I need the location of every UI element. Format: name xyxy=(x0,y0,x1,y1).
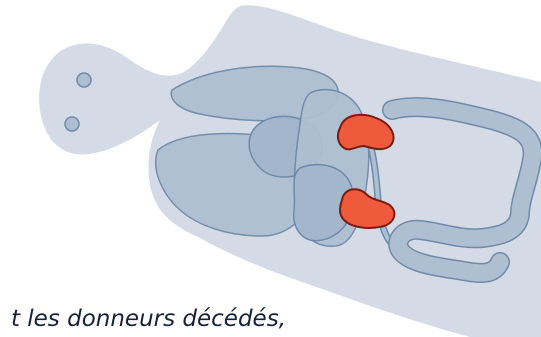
caption-text: t les donneurs décédés, xyxy=(0,302,541,337)
eye-right xyxy=(65,117,79,131)
eye-left xyxy=(77,73,91,87)
caption-line: t les donneurs décédés, xyxy=(11,304,286,334)
